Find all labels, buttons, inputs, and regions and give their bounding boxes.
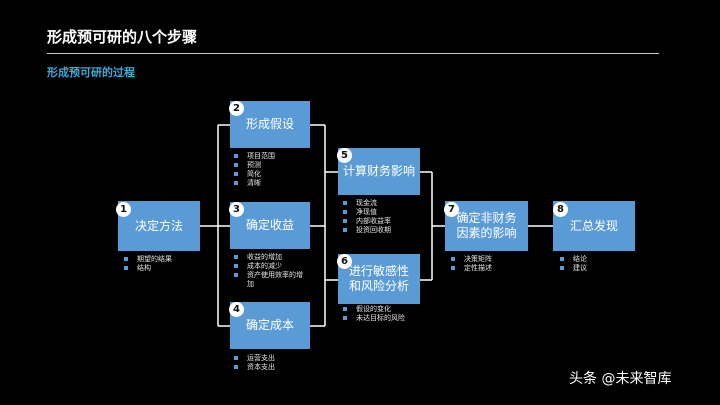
step-5-label: 计算财务影响	[342, 164, 415, 178]
list-item: 结构	[124, 264, 172, 273]
footer-watermark: 头条 @未来智库	[569, 371, 672, 387]
step-5-badge: 5	[337, 148, 352, 163]
step-1-label: 决定方法	[134, 218, 183, 233]
step-3-badge: 3	[229, 202, 244, 217]
list-item: 现金流	[343, 199, 391, 208]
list-item: 内部收益率	[343, 217, 391, 226]
connector-5-6-to-7	[420, 171, 445, 281]
step-8-badge: 8	[553, 202, 568, 217]
step-3-bullets: 收益的增加 成本的减少 资产使用效率的增加	[234, 253, 306, 289]
page-subtitle: 形成预可研的过程	[47, 66, 135, 79]
list-item: 资产使用效率的增加	[234, 271, 306, 289]
connector-1-to-2-3-4	[200, 124, 230, 327]
step-6-bullets: 假设的变化 未达目标的风险	[343, 305, 415, 323]
step-7-bullets: 决策矩阵 定性描述	[451, 255, 492, 273]
step-8-label: 汇总发现	[569, 218, 618, 233]
list-item: 项目范围	[234, 152, 275, 161]
list-item: 投资回收期	[343, 226, 391, 235]
step-3-label: 确定收益	[245, 218, 294, 232]
list-item: 定性描述	[451, 264, 492, 273]
step-2-badge: 2	[229, 101, 244, 116]
step-2-label: 形成假设	[245, 117, 294, 131]
list-item: 未达目标的风险	[343, 314, 415, 323]
step-4-label: 确定成本	[245, 318, 294, 332]
list-item: 预测	[234, 161, 275, 170]
list-item: 收益的增加	[234, 253, 306, 262]
list-item: 清晰	[234, 179, 275, 188]
list-item: 建议	[560, 264, 587, 273]
step-2-bullets: 项目范围 预测 简化 清晰	[234, 152, 275, 188]
connector-2-3-4-to-5-6	[310, 124, 338, 327]
list-item: 净现值	[343, 208, 391, 217]
step-1-box: 决定方法	[118, 201, 200, 251]
step-8-bullets: 结论 建议	[560, 255, 587, 273]
step-1-badge: 1	[116, 202, 131, 217]
list-item: 结论	[560, 255, 587, 264]
list-item: 决策矩阵	[451, 255, 492, 264]
list-item: 运营支出	[234, 354, 275, 363]
list-item: 期望的结果	[124, 255, 172, 264]
step-7-badge: 7	[444, 202, 459, 217]
step-1-bullets: 期望的结果 结构	[124, 255, 172, 273]
step-6-badge: 6	[337, 254, 352, 269]
list-item: 简化	[234, 170, 275, 179]
list-item: 资本支出	[234, 363, 275, 372]
title-divider	[47, 53, 659, 54]
step-4-badge: 4	[229, 302, 244, 317]
step-6-label: 进行敏感性和风险分析	[348, 264, 409, 293]
step-4-bullets: 运营支出 资本支出	[234, 354, 275, 372]
step-5-bullets: 现金流 净现值 内部收益率 投资回收期	[343, 199, 391, 235]
page-title: 形成预可研的八个步骤	[47, 28, 198, 46]
step-3-box: 确定收益	[230, 202, 310, 249]
list-item: 成本的减少	[234, 262, 306, 271]
list-item: 假设的变化	[343, 305, 415, 314]
step-7-label: 确定非财务因素的影响	[456, 211, 517, 240]
